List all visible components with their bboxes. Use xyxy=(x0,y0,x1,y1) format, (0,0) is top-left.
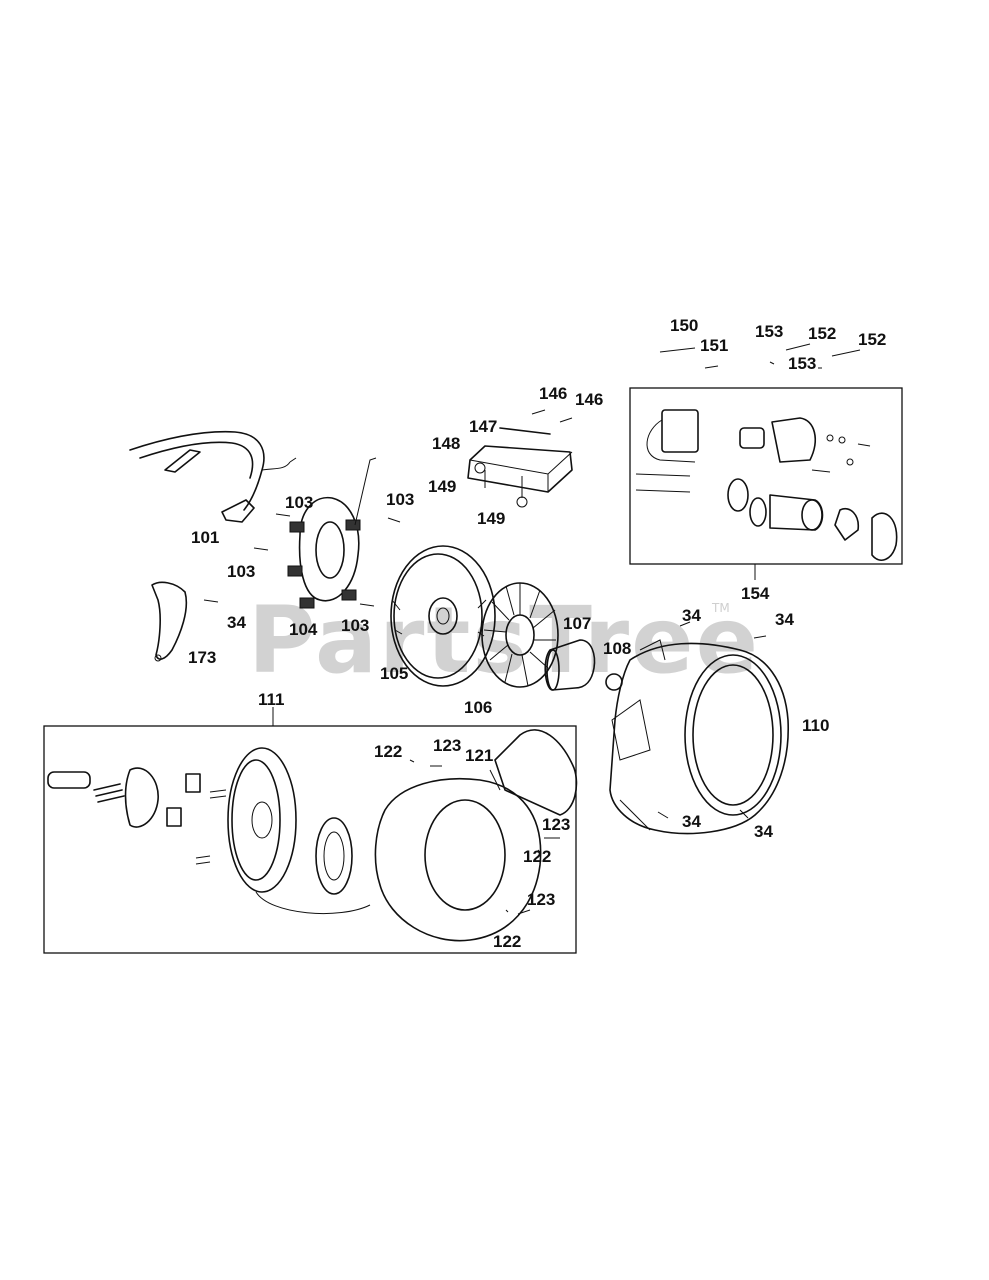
stator-part xyxy=(287,457,377,609)
flywheel-part xyxy=(390,545,496,687)
label-103-b: 103 xyxy=(227,562,255,581)
label-149-b: 149 xyxy=(477,509,505,528)
label-123-b: 123 xyxy=(542,815,570,834)
label-146-a: 146 xyxy=(539,384,567,403)
label-153-a: 153 xyxy=(755,322,783,341)
label-173: 173 xyxy=(188,648,216,667)
starter-motor-box xyxy=(629,387,903,565)
rod-part xyxy=(499,427,551,435)
watermark-text: PartsTree xyxy=(248,587,760,694)
label-34-b: 34 xyxy=(682,606,701,625)
label-149-a: 149 xyxy=(428,477,456,496)
bracket-part xyxy=(467,427,573,498)
label-103-c: 103 xyxy=(386,490,414,509)
fasteners xyxy=(203,343,861,915)
label-146-b: 146 xyxy=(575,390,603,409)
ignition-coil-part xyxy=(129,430,297,523)
callout-labels: 34 34 34 34 34 101 103 103 103 103 104 1… xyxy=(188,316,886,951)
label-34-e: 34 xyxy=(754,822,773,841)
label-108: 108 xyxy=(603,639,631,658)
label-34-c: 34 xyxy=(775,610,794,629)
label-123-c: 123 xyxy=(527,890,555,909)
watermark-trademark: TM xyxy=(711,601,730,615)
label-34-a: 34 xyxy=(227,613,246,632)
shield-part xyxy=(151,581,188,662)
label-148: 148 xyxy=(432,434,460,453)
watermark: PartsTree TM xyxy=(248,587,760,694)
blower-housing-part xyxy=(609,639,790,835)
label-111: 111 xyxy=(258,690,285,709)
label-104: 104 xyxy=(289,620,318,639)
label-122-b: 122 xyxy=(523,847,551,866)
label-103-d: 103 xyxy=(341,616,369,635)
label-151: 151 xyxy=(700,336,728,355)
starter-motor-part xyxy=(635,409,898,561)
label-123-a: 123 xyxy=(433,736,461,755)
label-103-a: 103 xyxy=(285,493,313,512)
label-154: 154 xyxy=(741,584,770,603)
label-105: 105 xyxy=(380,664,408,683)
label-152-b: 152 xyxy=(858,330,886,349)
label-34-d: 34 xyxy=(682,812,701,831)
label-153-b: 153 xyxy=(788,354,816,373)
label-106: 106 xyxy=(464,698,492,717)
recoil-starter-part xyxy=(47,729,578,942)
label-121: 121 xyxy=(465,746,493,765)
label-147: 147 xyxy=(469,417,497,436)
label-107: 107 xyxy=(563,614,591,633)
starter-cup-part xyxy=(544,639,596,691)
label-152-a: 152 xyxy=(808,324,836,343)
label-150: 150 xyxy=(670,316,698,335)
cooling-fan-part xyxy=(481,582,559,688)
label-122-a: 122 xyxy=(374,742,402,761)
label-122-c: 122 xyxy=(493,932,521,951)
label-101: 101 xyxy=(191,528,219,547)
label-110: 110 xyxy=(802,716,829,735)
recoil-starter-box xyxy=(43,725,577,954)
